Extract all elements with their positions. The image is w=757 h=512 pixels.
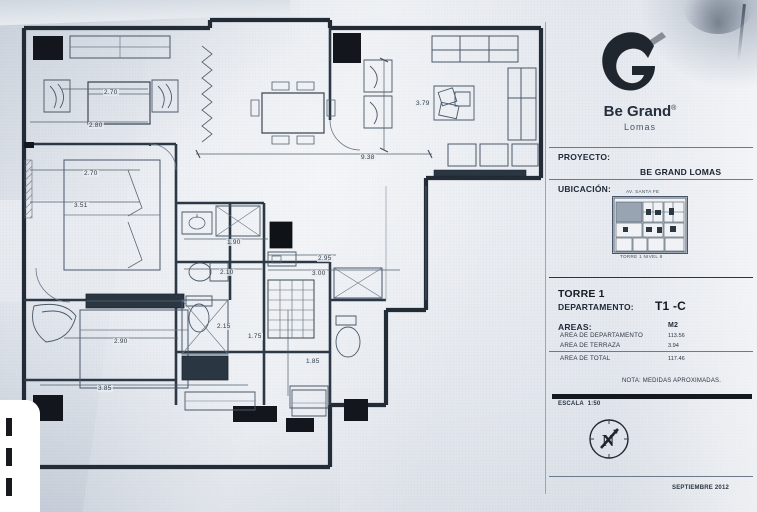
be-grand-logo bbox=[602, 32, 666, 91]
master-bathroom bbox=[182, 300, 228, 380]
area-row-label: AREA DE DEPARTAMENTO bbox=[560, 332, 643, 339]
dimension-label: 2.10 bbox=[219, 269, 235, 276]
titleblock-left-border bbox=[545, 22, 546, 494]
living-room bbox=[364, 36, 538, 176]
apartment-value: T1 -C bbox=[655, 299, 686, 313]
area-row-label: AREA DE TERRAZA bbox=[560, 341, 621, 349]
dimension-label: 3.51 bbox=[73, 202, 89, 209]
date-label: SEPTIEMBRE 2012 bbox=[672, 485, 730, 491]
dimension-label: 9.38 bbox=[360, 154, 376, 161]
project-label: PROYECTO: bbox=[558, 152, 611, 162]
rule-torre-top bbox=[549, 277, 753, 279]
approx-note: NOTA: MEDIDAS APROXIMADAS. bbox=[622, 378, 722, 384]
keyplan-top-note: AV. SANTA FE bbox=[626, 189, 660, 194]
rule-proyecto-top bbox=[549, 147, 753, 148]
kitchen bbox=[268, 222, 314, 338]
rule-area-total bbox=[549, 351, 753, 352]
rule-footer bbox=[549, 476, 753, 478]
brand-sublabel: Lomas bbox=[623, 122, 656, 132]
registration-mark-2 bbox=[6, 448, 12, 466]
dimension-label: 2.80 bbox=[88, 122, 104, 129]
brand-name: Be Grand® bbox=[603, 103, 677, 120]
entry-corridor bbox=[202, 46, 360, 150]
terrace bbox=[386, 186, 426, 300]
dimension-label: 3.79 bbox=[415, 100, 431, 107]
area-row-value: 113.56 bbox=[668, 333, 685, 339]
apartment-label: DEPARTAMENTO: bbox=[558, 302, 634, 312]
service-area bbox=[292, 268, 382, 416]
area-row-value: 3.94 bbox=[668, 342, 679, 349]
dimension-label: 2.70 bbox=[103, 89, 119, 96]
dimension-label: 1.85 bbox=[305, 358, 321, 365]
dimension-label: 1.75 bbox=[247, 333, 263, 340]
location-label: UBICACIÓN: bbox=[558, 184, 611, 194]
dimension-label: 2.90 bbox=[113, 338, 129, 345]
rule-thick-scale bbox=[552, 394, 752, 399]
registration-mark-1 bbox=[6, 418, 12, 436]
project-value: BE GRAND LOMAS bbox=[640, 167, 722, 177]
bedroom-2 bbox=[44, 36, 178, 170]
bedroom-3 bbox=[33, 294, 329, 410]
area-row-label: AREA DE TOTAL bbox=[560, 355, 611, 362]
registration-mark-3 bbox=[6, 478, 12, 496]
dimension-label: 2.70 bbox=[83, 170, 99, 177]
dimension-label: 1.90 bbox=[226, 239, 242, 246]
areas-unit: M2 bbox=[668, 322, 679, 329]
area-row-value: 117.46 bbox=[668, 356, 685, 362]
tower-label: TORRE 1 bbox=[558, 288, 605, 300]
key-plan bbox=[612, 196, 688, 254]
rule-ubicacion-top bbox=[549, 179, 753, 180]
interior-walls bbox=[24, 28, 386, 405]
dimension-label: 3.85 bbox=[97, 385, 113, 392]
dimension-label: 2.95 bbox=[317, 255, 333, 262]
dimension-ticks bbox=[196, 58, 432, 158]
exterior-walls bbox=[24, 20, 541, 467]
areas-label: AREAS: bbox=[558, 322, 592, 332]
bathroom-2 bbox=[182, 206, 260, 332]
key-plan-drawing bbox=[613, 197, 687, 253]
keyplan-bottom-note: TORRE 1 NIVEL 8 bbox=[620, 254, 663, 259]
dimension-label: 3.00 bbox=[311, 270, 327, 277]
svg-text:N: N bbox=[602, 431, 615, 450]
dining-area bbox=[251, 82, 335, 144]
north-arrow-icon: N bbox=[589, 419, 629, 459]
dimension-label: 2.15 bbox=[216, 323, 232, 330]
bedroom-1-master bbox=[25, 160, 160, 302]
scale-label: ESCALA 1:50 bbox=[558, 401, 601, 407]
